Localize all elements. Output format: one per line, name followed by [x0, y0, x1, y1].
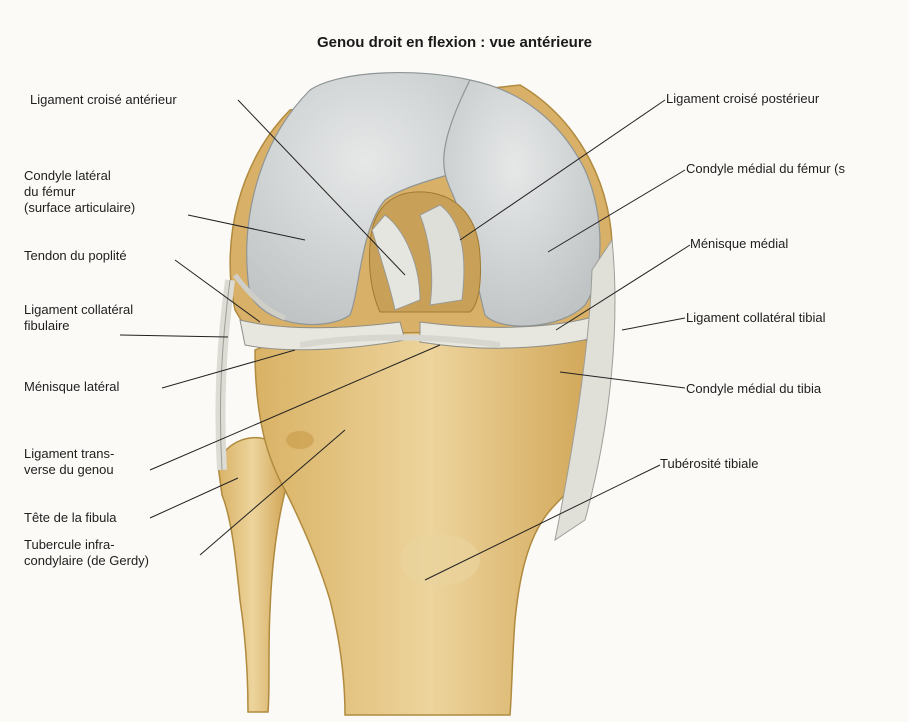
tibial-tuberosity: [400, 534, 480, 586]
label-condyle-medial-femur: Condyle médial du fémur (s: [686, 161, 845, 177]
label-tuberosite-tibiale: Tubérosité tibiale: [660, 456, 759, 472]
label-condyle-lateral-femur: Condyle latéral du fémur (surface articu…: [24, 168, 135, 216]
label-ligament-croise-posterieur: Ligament croisé postérieur: [666, 91, 819, 107]
label-condyle-medial-tibia: Condyle médial du tibia: [686, 381, 821, 397]
label-tendon-poplite: Tendon du poplité: [24, 248, 127, 264]
label-tete-fibula: Tête de la fibula: [24, 510, 117, 526]
label-tubercule-gerdy: Tubercule infra- condylaire (de Gerdy): [24, 537, 149, 569]
label-ligament-croise-anterieur: Ligament croisé antérieur: [30, 92, 177, 108]
label-menisque-lateral: Ménisque latéral: [24, 379, 119, 395]
fibula: [218, 438, 288, 712]
label-ligament-collateral-fibulaire: Ligament collatéral fibulaire: [24, 302, 133, 334]
label-ligament-transverse: Ligament trans- verse du genou: [24, 446, 114, 478]
gerdy-tubercle: [286, 431, 314, 449]
tibia: [255, 324, 606, 715]
figure-title: Genou droit en flexion : vue antérieure: [0, 34, 909, 51]
leader-lig-coll-tib: [622, 318, 685, 330]
label-menisque-medial: Ménisque médial: [690, 236, 788, 252]
label-ligament-collateral-tibial: Ligament collatéral tibial: [686, 310, 825, 326]
leader-lig-coll-fib: [120, 335, 228, 337]
